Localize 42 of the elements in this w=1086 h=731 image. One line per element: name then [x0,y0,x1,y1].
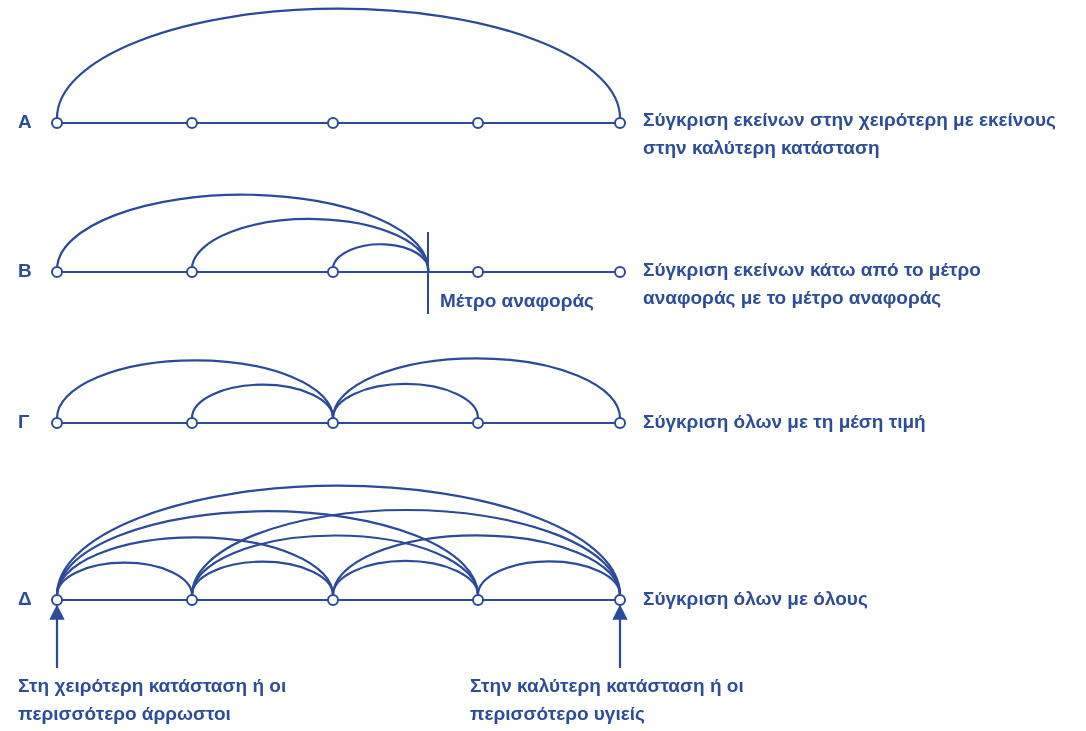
scale-point [614,117,626,129]
scale-point [327,417,339,429]
row-description: Σύγκριση εκείνων στην χειρότερη με εκείνους στην καλύτερη κατάσταση [643,108,1057,160]
scale-point [472,417,484,429]
scale-point [327,266,339,278]
row-letter: Α [18,110,32,134]
scale-point [327,117,339,129]
scale-point [186,594,198,606]
comparison-arc [331,357,622,419]
comparison-arc [331,534,622,596]
scale-point [51,266,63,278]
comparison-arc [190,509,622,596]
scale-point [472,266,484,278]
scale-point [614,594,626,606]
comparison-arc [476,560,622,596]
scale-point [614,266,626,278]
pointer-caption: Στην καλύτερη κατάσταση ή οι περισσότερο υγιείς [470,672,770,728]
scale-point [614,417,626,429]
scale-point [186,117,198,129]
comparison-arc [190,383,335,419]
row-letter: Β [18,259,32,283]
scale-point [186,417,198,429]
scale-point [51,117,63,129]
row-description: Σύγκριση εκείνων κάτω από το μέτρο αναφοράς με το μέτρο αναφοράς [643,258,982,310]
scale-point [472,117,484,129]
scale-point [327,594,339,606]
row-letter: Γ [18,410,30,434]
pointer-caption: Στη χειρότερη κατάσταση ή οι περισσότερο άρρωστοι [18,672,318,728]
arrow [49,604,65,668]
scale-point [472,594,484,606]
arrow [612,604,628,668]
scale-point [51,594,63,606]
scale-point [51,417,63,429]
comparison-arc [55,484,622,596]
reference-label: Μέτρο αναφοράς [440,289,594,313]
scale-point [186,266,198,278]
row-description: Σύγκριση όλων με όλους [643,587,869,611]
comparison-arc [55,359,335,419]
comparison-arc [55,7,622,119]
row-description: Σύγκριση όλων με τη μέση τιμή [643,410,927,434]
reference-mark [427,231,429,315]
row-letter: Δ [18,587,32,611]
